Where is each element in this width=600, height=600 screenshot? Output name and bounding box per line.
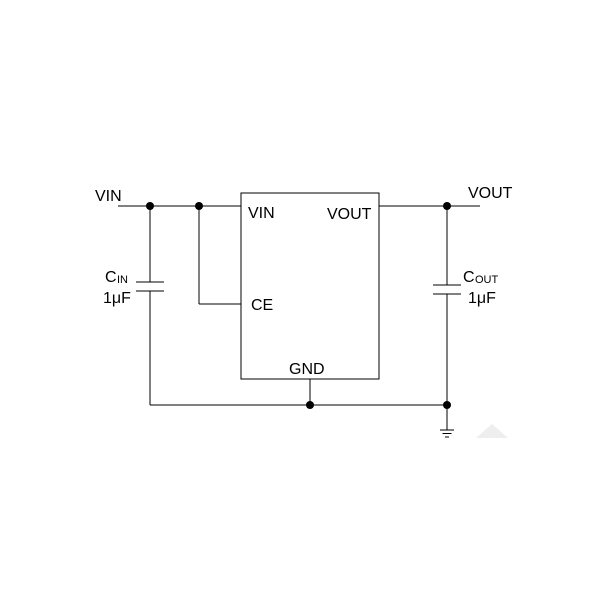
ic-pin-gnd-label: GND [289,361,325,378]
ground-icon [440,429,454,438]
junction-node-ce [195,202,203,210]
junction-node-cout-bottom [443,401,451,409]
input-net-label: VIN [95,188,122,205]
cout-name-label: C [463,269,475,286]
junction-node-gnd [306,401,314,409]
ic-pin-ce-label: CE [251,297,273,314]
cin-name-label: C [105,269,117,286]
ic-pin-vin-label: VIN [248,205,275,222]
cout-value-label: 1μF [468,290,496,307]
cin-subscript-label: IN [117,274,128,286]
junction-node-cin-top [146,202,154,210]
cout-subscript-label: OUT [475,274,499,286]
junction-node-cout-top [443,202,451,210]
output-net-label: VOUT [468,185,513,202]
cin-value-label: 1μF [103,290,131,307]
ic-pin-vout-label: VOUT [327,206,372,223]
watermark-arrow-icon [476,424,508,438]
